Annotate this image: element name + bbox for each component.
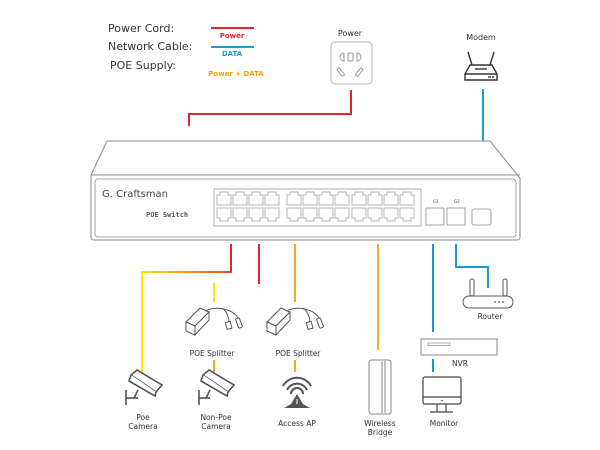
camera-icon <box>125 369 164 405</box>
port-block <box>213 188 422 227</box>
poe-camera: Poe Camera <box>125 369 164 431</box>
legend-label-poe-supply: POE Supply: <box>110 59 176 72</box>
router: Router <box>462 278 514 321</box>
sfp-port <box>471 208 492 226</box>
camera-icon <box>198 369 236 405</box>
uplink-port-label-g2: G2 <box>454 199 460 204</box>
rj45-port-18 <box>367 191 383 206</box>
legend-line-label-power: Power <box>220 32 245 40</box>
power-cord-line <box>188 90 352 126</box>
uplink-port-g1 <box>425 207 445 226</box>
uplink-port-g2 <box>446 207 466 226</box>
access-ap-label: Access AP <box>278 419 316 428</box>
nvr: NVR <box>420 338 498 368</box>
legend-line-label-poe: Power + DATA <box>208 70 264 78</box>
rj45-port-7 <box>248 207 264 222</box>
power-outlet: Power <box>330 29 373 85</box>
router-icon <box>462 278 514 309</box>
rj45-port-2 <box>232 191 248 206</box>
poe-splitter-2: POE Splitter <box>266 307 324 358</box>
wireless-bridge-label-line2: Bridge <box>368 428 393 437</box>
poe-splitter-icon <box>266 307 324 337</box>
switch-front-panel <box>94 178 517 238</box>
rj45-port-8 <box>264 207 280 222</box>
rj45-port-12 <box>334 191 350 206</box>
legend: Power Cord: Power Network Cable: DATA PO… <box>108 22 264 78</box>
rj45-port-6 <box>232 207 248 222</box>
wireless-bridge: Wireless Bridge <box>364 359 396 437</box>
rj45-port-22 <box>367 207 383 222</box>
rj45-port-9 <box>286 191 302 206</box>
monitor: Monitor <box>422 376 462 428</box>
non-poe-camera: Non-Poe Camera <box>198 369 236 431</box>
switch-brand: G. Craftsman <box>102 189 168 200</box>
poe-splitter-1-label: POE Splitter <box>190 349 236 358</box>
poe-camera-label-line1: Poe <box>136 413 150 422</box>
poe-splitter-2-label: POE Splitter <box>276 349 322 358</box>
nvr-icon <box>420 338 498 356</box>
uplink-port-label-g1: G1 <box>433 199 439 204</box>
modem-label: Modem <box>466 33 496 42</box>
monitor-icon <box>422 376 462 413</box>
poe-camera-label-line2: Camera <box>128 422 157 431</box>
rj45-port-4 <box>264 191 280 206</box>
nvr-label: NVR <box>452 359 468 368</box>
legend-item-power: Power Cord: Power <box>108 22 254 40</box>
power-outlet-label: Power <box>338 29 363 38</box>
non-poe-camera-label-line1: Non-Poe <box>200 413 232 422</box>
rj45-port-13 <box>286 207 302 222</box>
poe-splitter-1: POE Splitter <box>185 307 243 358</box>
power-outlet-icon <box>330 41 373 85</box>
rj45-port-16 <box>334 207 350 222</box>
router-label: Router <box>478 312 504 321</box>
rj45-port-10 <box>302 191 318 206</box>
rj45-port-15 <box>318 207 334 222</box>
rj45-port-20 <box>399 191 415 206</box>
rj45-port-23 <box>383 207 399 222</box>
ethernet-ports <box>216 191 415 222</box>
rj45-port-11 <box>318 191 334 206</box>
poe-camera-cable-upper <box>142 244 232 273</box>
modem: Modem <box>464 33 498 81</box>
rj45-port-21 <box>351 207 367 222</box>
legend-item-poe: POE Supply: Power + DATA <box>110 59 264 78</box>
legend-label-network-cable: Network Cable: <box>108 40 192 53</box>
legend-label-power-cord: Power Cord: <box>108 22 174 35</box>
rj45-port-5 <box>216 207 232 222</box>
access-ap-icon <box>282 376 312 408</box>
rj45-port-1 <box>216 191 232 206</box>
rj45-port-14 <box>302 207 318 222</box>
access-ap: Access AP <box>278 376 316 428</box>
non-poe-camera-label-line2: Camera <box>201 422 230 431</box>
poe-switch: G. Craftsman POE Switch G1 G2 <box>90 140 521 241</box>
rj45-port-3 <box>248 191 264 206</box>
router-cable <box>455 244 489 288</box>
rj45-port-24 <box>399 207 415 222</box>
wireless-bridge-label-line1: Wireless <box>364 419 395 428</box>
legend-item-network: Network Cable: DATA <box>108 40 254 58</box>
rj45-port-19 <box>383 191 399 206</box>
switch-model: POE Switch <box>146 211 188 219</box>
rj45-port-17 <box>351 191 367 206</box>
poe-splitter-icon <box>185 307 243 337</box>
wireless-bridge-icon <box>368 359 392 415</box>
modem-icon <box>464 51 498 81</box>
monitor-label: Monitor <box>430 419 459 428</box>
legend-line-label-data: DATA <box>222 50 243 58</box>
